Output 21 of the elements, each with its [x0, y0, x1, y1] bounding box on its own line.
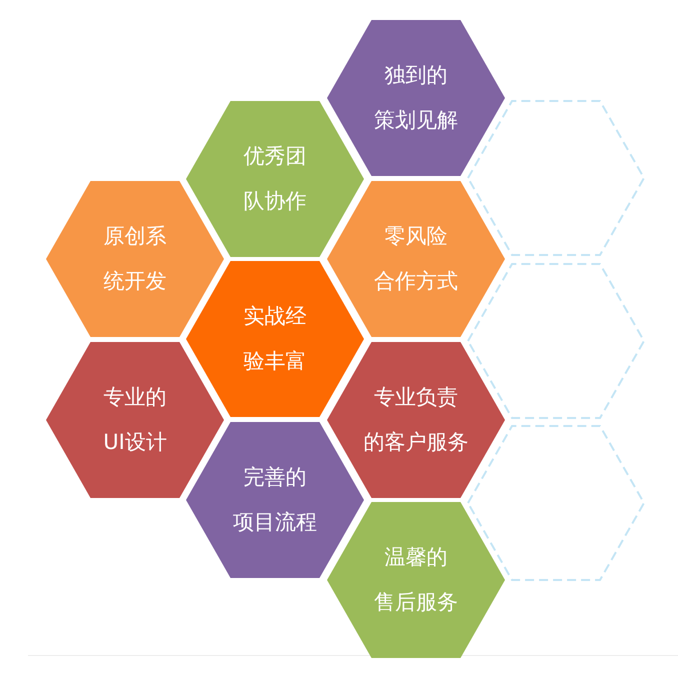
dashed-hexagon-outline [467, 425, 645, 581]
hexagon-label: 专业负责的客户服务 [364, 384, 468, 456]
hexagon-label: 优秀团队协作 [244, 143, 306, 215]
hexagon-label: 独到的策划见解 [374, 62, 458, 134]
hexagon-tile [327, 502, 505, 658]
hexagon-label: 实战经验丰富 [244, 303, 306, 375]
hexagon-label: 专业的UI设计 [103, 384, 167, 456]
hexagon-label: 原创系统开发 [104, 223, 166, 295]
hexagon-label: 温馨的售后服务 [374, 544, 458, 616]
hexagon-tile [186, 101, 364, 257]
hexagon-tile [327, 20, 505, 176]
hexagon-tile [327, 342, 505, 498]
dashed-hexagon-outline [467, 263, 645, 419]
dashed-hexagon-outline [467, 100, 645, 256]
hexagon-tile [186, 422, 364, 578]
hexagon-tile [46, 342, 224, 498]
hexagon-tile [186, 261, 364, 417]
hexagon-label: 完善的项目流程 [233, 464, 317, 536]
hexagon-tile [46, 181, 224, 337]
hexagon-tile [327, 181, 505, 337]
hexagon-label: 零风险合作方式 [374, 223, 458, 295]
